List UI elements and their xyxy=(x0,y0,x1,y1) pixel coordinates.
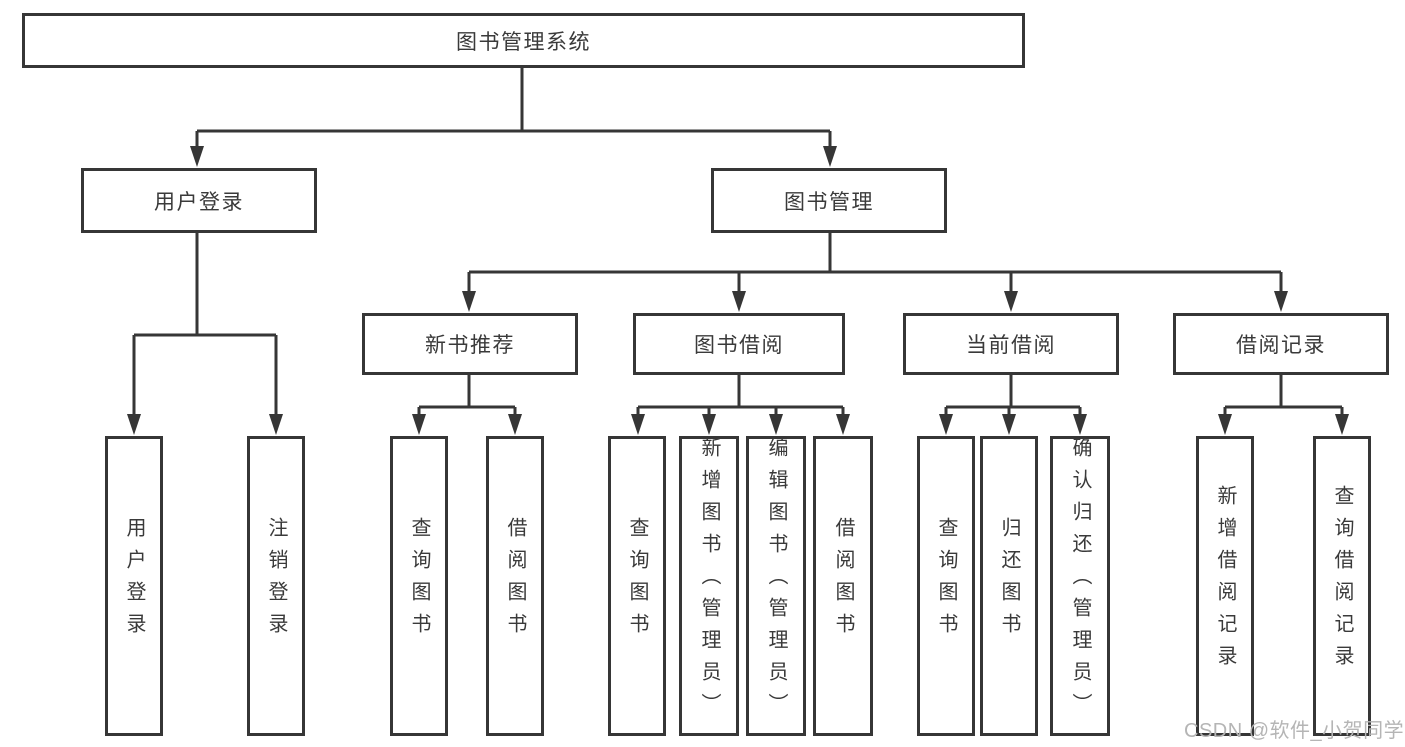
arrowhead xyxy=(732,291,746,312)
leaf-label: 确认归还（管理员） xyxy=(1069,437,1091,725)
group-book-borrow: 图书借阅 xyxy=(633,313,845,375)
leaf-label: 查询借阅记录 xyxy=(1331,485,1353,677)
leaf-borrow-book: 借阅图书 xyxy=(813,436,873,736)
leaf-edit-book-admin: 编辑图书（管理员） xyxy=(746,436,806,736)
leaf-label: 新增借阅记录 xyxy=(1214,485,1236,677)
arrowhead xyxy=(412,414,426,435)
leaf-borrow-book: 借阅图书 xyxy=(486,436,544,736)
branch-book-management: 图书管理 xyxy=(711,168,947,233)
arrowhead xyxy=(190,146,204,167)
branch-user-login: 用户登录 xyxy=(81,168,317,233)
leaf-query-borrow-record: 查询借阅记录 xyxy=(1313,436,1371,736)
arrowhead xyxy=(508,414,522,435)
arrowhead xyxy=(769,414,783,435)
leaf-query-book: 查询图书 xyxy=(917,436,975,736)
leaf-add-borrow-record: 新增借阅记录 xyxy=(1196,436,1254,736)
arrowhead xyxy=(823,146,837,167)
arrowhead xyxy=(1002,414,1016,435)
group-new-book-recommend: 新书推荐 xyxy=(362,313,578,375)
root-node-library-system: 图书管理系统 xyxy=(22,13,1025,68)
arrowhead xyxy=(939,414,953,435)
leaf-user-login: 用户登录 xyxy=(105,436,163,736)
leaf-label: 用户登录 xyxy=(123,517,145,645)
csdn-watermark: CSDN @软件_小贺同学 xyxy=(1184,720,1405,742)
leaf-label: 查询图书 xyxy=(408,517,430,645)
group-borrow-record: 借阅记录 xyxy=(1173,313,1389,375)
arrowhead xyxy=(836,414,850,435)
arrowhead xyxy=(127,414,141,435)
leaf-return-book: 归还图书 xyxy=(980,436,1038,736)
leaf-confirm-return-admin: 确认归还（管理员） xyxy=(1050,436,1110,736)
leaf-query-book: 查询图书 xyxy=(608,436,666,736)
leaf-label: 注销登录 xyxy=(265,517,287,645)
leaf-label: 借阅图书 xyxy=(832,517,854,645)
leaf-label: 查询图书 xyxy=(935,517,957,645)
arrowhead xyxy=(631,414,645,435)
arrowhead xyxy=(462,291,476,312)
leaf-add-book-admin: 新增图书（管理员） xyxy=(679,436,739,736)
leaf-logout: 注销登录 xyxy=(247,436,305,736)
arrowhead xyxy=(702,414,716,435)
leaf-label: 查询图书 xyxy=(626,517,648,645)
arrowhead xyxy=(1004,291,1018,312)
arrowhead xyxy=(269,414,283,435)
arrowhead xyxy=(1335,414,1349,435)
arrowhead xyxy=(1073,414,1087,435)
leaf-label: 编辑图书（管理员） xyxy=(765,437,787,725)
leaf-query-book: 查询图书 xyxy=(390,436,448,736)
leaf-label: 新增图书（管理员） xyxy=(698,437,720,725)
leaf-label: 归还图书 xyxy=(998,517,1020,645)
leaf-label: 借阅图书 xyxy=(504,517,526,645)
arrowhead xyxy=(1218,414,1232,435)
group-current-borrow: 当前借阅 xyxy=(903,313,1119,375)
arrowhead xyxy=(1274,291,1288,312)
